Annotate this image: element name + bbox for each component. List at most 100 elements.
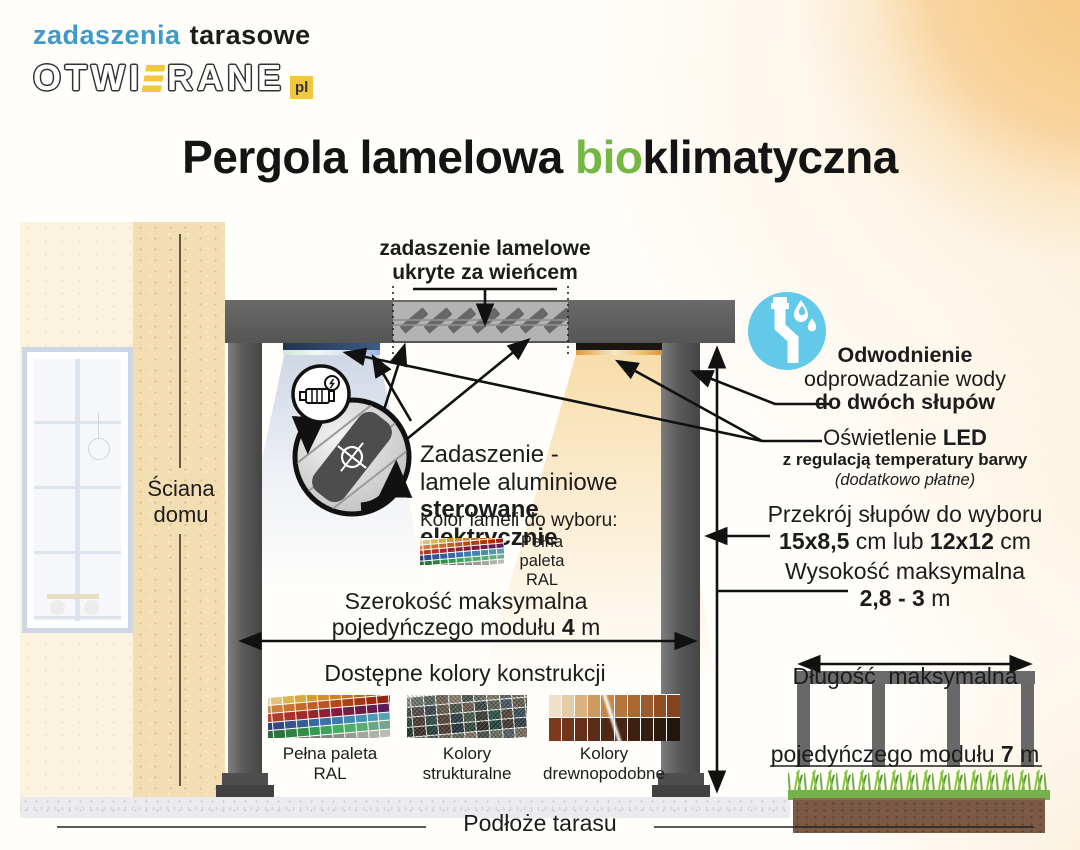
wall-caption-line2: domu — [153, 502, 209, 527]
height-callout-text: Wysokość maksymalna 2,8 - 3 m — [740, 558, 1070, 612]
palette-caption-line: RAL — [313, 764, 347, 783]
post-base — [658, 773, 704, 785]
pergola-post-left — [228, 343, 262, 778]
post-section-value1: 15x8,5 — [779, 528, 850, 554]
post-base — [222, 773, 268, 785]
interior-table — [47, 594, 100, 599]
rotate-arrow — [360, 459, 413, 512]
colors-section-title: Dostępne kolory konstrukcji — [324, 660, 606, 686]
window-panes — [34, 359, 121, 621]
title-suffix: klimatyczna — [642, 131, 899, 183]
brand-tagline: zadaszenia tarasowe — [33, 20, 313, 51]
palette-caption-line: strukturalne — [422, 764, 512, 783]
post-section-line1: Przekrój słupów do wyboru — [767, 501, 1043, 527]
pergola-beam — [225, 300, 735, 343]
length-value: 7 — [1000, 741, 1014, 767]
ral-palette-image — [268, 695, 390, 738]
lamels-line1: Zadaszenie - — [420, 441, 559, 468]
wall-caption: Ściana domu — [138, 476, 224, 528]
water-drop-icon — [807, 318, 817, 332]
wall-caption-line1: Ściana — [147, 476, 215, 501]
led-line1: Oświetlenie LED — [740, 426, 1070, 450]
palette-caption-line: Pełna paleta — [282, 744, 378, 763]
palette-caption-line: Kolory — [442, 744, 492, 763]
led-callout-text: Oświetlenie LED z regulacją temperatury … — [740, 426, 1070, 490]
width-line1: Szerokość maksymalna — [344, 588, 588, 614]
height-value: 2,8 - 3 — [859, 585, 925, 611]
palette-caption-wood: Kolory drewnopodobne — [526, 744, 682, 784]
grass-icon — [788, 767, 1050, 800]
width-line2: pojedyńczego modułu 4 m — [280, 614, 652, 640]
drainage-line3: do dwóch słupów — [814, 390, 996, 414]
interior-chair — [84, 600, 100, 615]
post-base-plate — [216, 785, 274, 797]
width-value: 4 — [561, 614, 575, 640]
structural-palette-image — [407, 695, 527, 738]
ral-mini-caption-line1: Pełna paleta — [519, 533, 565, 570]
title-highlight: bio — [575, 131, 643, 183]
lamel-color-label: Kolor lameli do wyboru: — [420, 510, 618, 531]
drainage-title: Odwodnienie — [837, 343, 973, 367]
ral-mini-caption-line2: RAL — [525, 571, 559, 589]
ground-label: Podłoże tarasu — [463, 810, 617, 836]
length-line2-pre: pojedyńczego modułu — [770, 741, 1001, 767]
ral-mini-caption: Pełna paleta RAL — [498, 533, 586, 590]
domain-tld-badge: pl — [290, 75, 314, 99]
height-unit: m — [924, 585, 951, 611]
brand-tagline-blue: zadaszenia — [33, 20, 181, 50]
wordmark-right: RANE — [166, 57, 285, 98]
roof-label-line2: ukryte za wieńcem — [392, 261, 578, 284]
ral-palette-mini — [420, 538, 504, 565]
height-line2: 2,8 - 3 m — [740, 585, 1070, 612]
pendant-lamp-icon — [87, 412, 110, 460]
interior-chair — [49, 600, 65, 615]
wordmark-left: OTWI — [33, 57, 143, 98]
post-section-line2: 15x8,5 cm lub 12x12 cm — [740, 528, 1070, 555]
led-line2: z regulacją temperatury barwy — [782, 450, 1028, 469]
louver-axis-line — [393, 319, 568, 321]
house-window — [22, 347, 133, 633]
palette-caption-ral: Pełna paleta RAL — [252, 744, 408, 784]
post-base-plate — [652, 785, 710, 797]
lamels-line2: lamele aluminiowe — [420, 468, 618, 496]
house-wall-edge — [133, 222, 225, 802]
louver-axis-line — [393, 324, 568, 326]
width-callout: Szerokość maksymalna pojedyńczego modułu… — [280, 588, 652, 640]
led-line3: (dodatkowo płatne) — [834, 471, 976, 489]
page-title: Pergola lamelowa bioklimatyczna — [0, 130, 1080, 184]
width-unit: m — [574, 614, 601, 640]
height-line1: Wysokość maksymalna — [784, 558, 1026, 584]
post-section-unit: cm — [993, 528, 1031, 554]
mini-pergola-beam — [795, 671, 1035, 684]
palette-caption-line: drewnopodobne — [543, 764, 665, 783]
led-line1-bold: LED — [942, 425, 987, 450]
drainage-callout-text: Odwodnienie odprowadzanie wody do dwóch … — [740, 343, 1070, 415]
motor-icon — [291, 364, 351, 424]
terrace-slab — [20, 797, 790, 818]
mini-pergola-post — [797, 684, 810, 767]
led-strip-cool — [283, 343, 380, 350]
brand-logo: zadaszenia tarasowe OTWI RANE pl — [33, 20, 314, 99]
water-drainage-icon — [748, 292, 826, 370]
led-glow-warm — [576, 350, 662, 355]
title-prefix: Pergola lamelowa — [182, 131, 576, 183]
length-callout-text: Długość maksymalna pojedyńczego modułu 7… — [740, 611, 1070, 819]
lamels-description: Zadaszenie - lamele aluminiowe sterowane… — [420, 441, 680, 551]
brand-wordmark: OTWI RANE pl — [33, 57, 314, 99]
led-glow-cool — [283, 350, 380, 355]
louver-section — [393, 302, 568, 341]
mini-pergola-post — [872, 684, 885, 767]
palette-caption-line: Kolory — [579, 744, 629, 763]
wordmark-e-icon — [141, 64, 166, 92]
drainage-line2: odprowadzanie wody — [804, 366, 1006, 391]
brand-tagline-dark: tarasowe — [189, 20, 311, 50]
length-line2: pojedyńczego modułu 7 m — [740, 741, 1070, 767]
led-line1-regular: Oświetlenie — [823, 425, 943, 450]
roof-label-line1: zadaszenie lamelowe — [379, 237, 591, 260]
mini-pergola-post — [1021, 684, 1034, 767]
post-section-mid: cm lub — [849, 528, 930, 554]
mini-pergola-post — [947, 684, 960, 767]
post-section-callout-text: Przekrój słupów do wyboru 15x8,5 cm lub … — [740, 501, 1070, 555]
roof-label: zadaszenie lamelowe ukryte za wieńcem — [345, 237, 625, 285]
